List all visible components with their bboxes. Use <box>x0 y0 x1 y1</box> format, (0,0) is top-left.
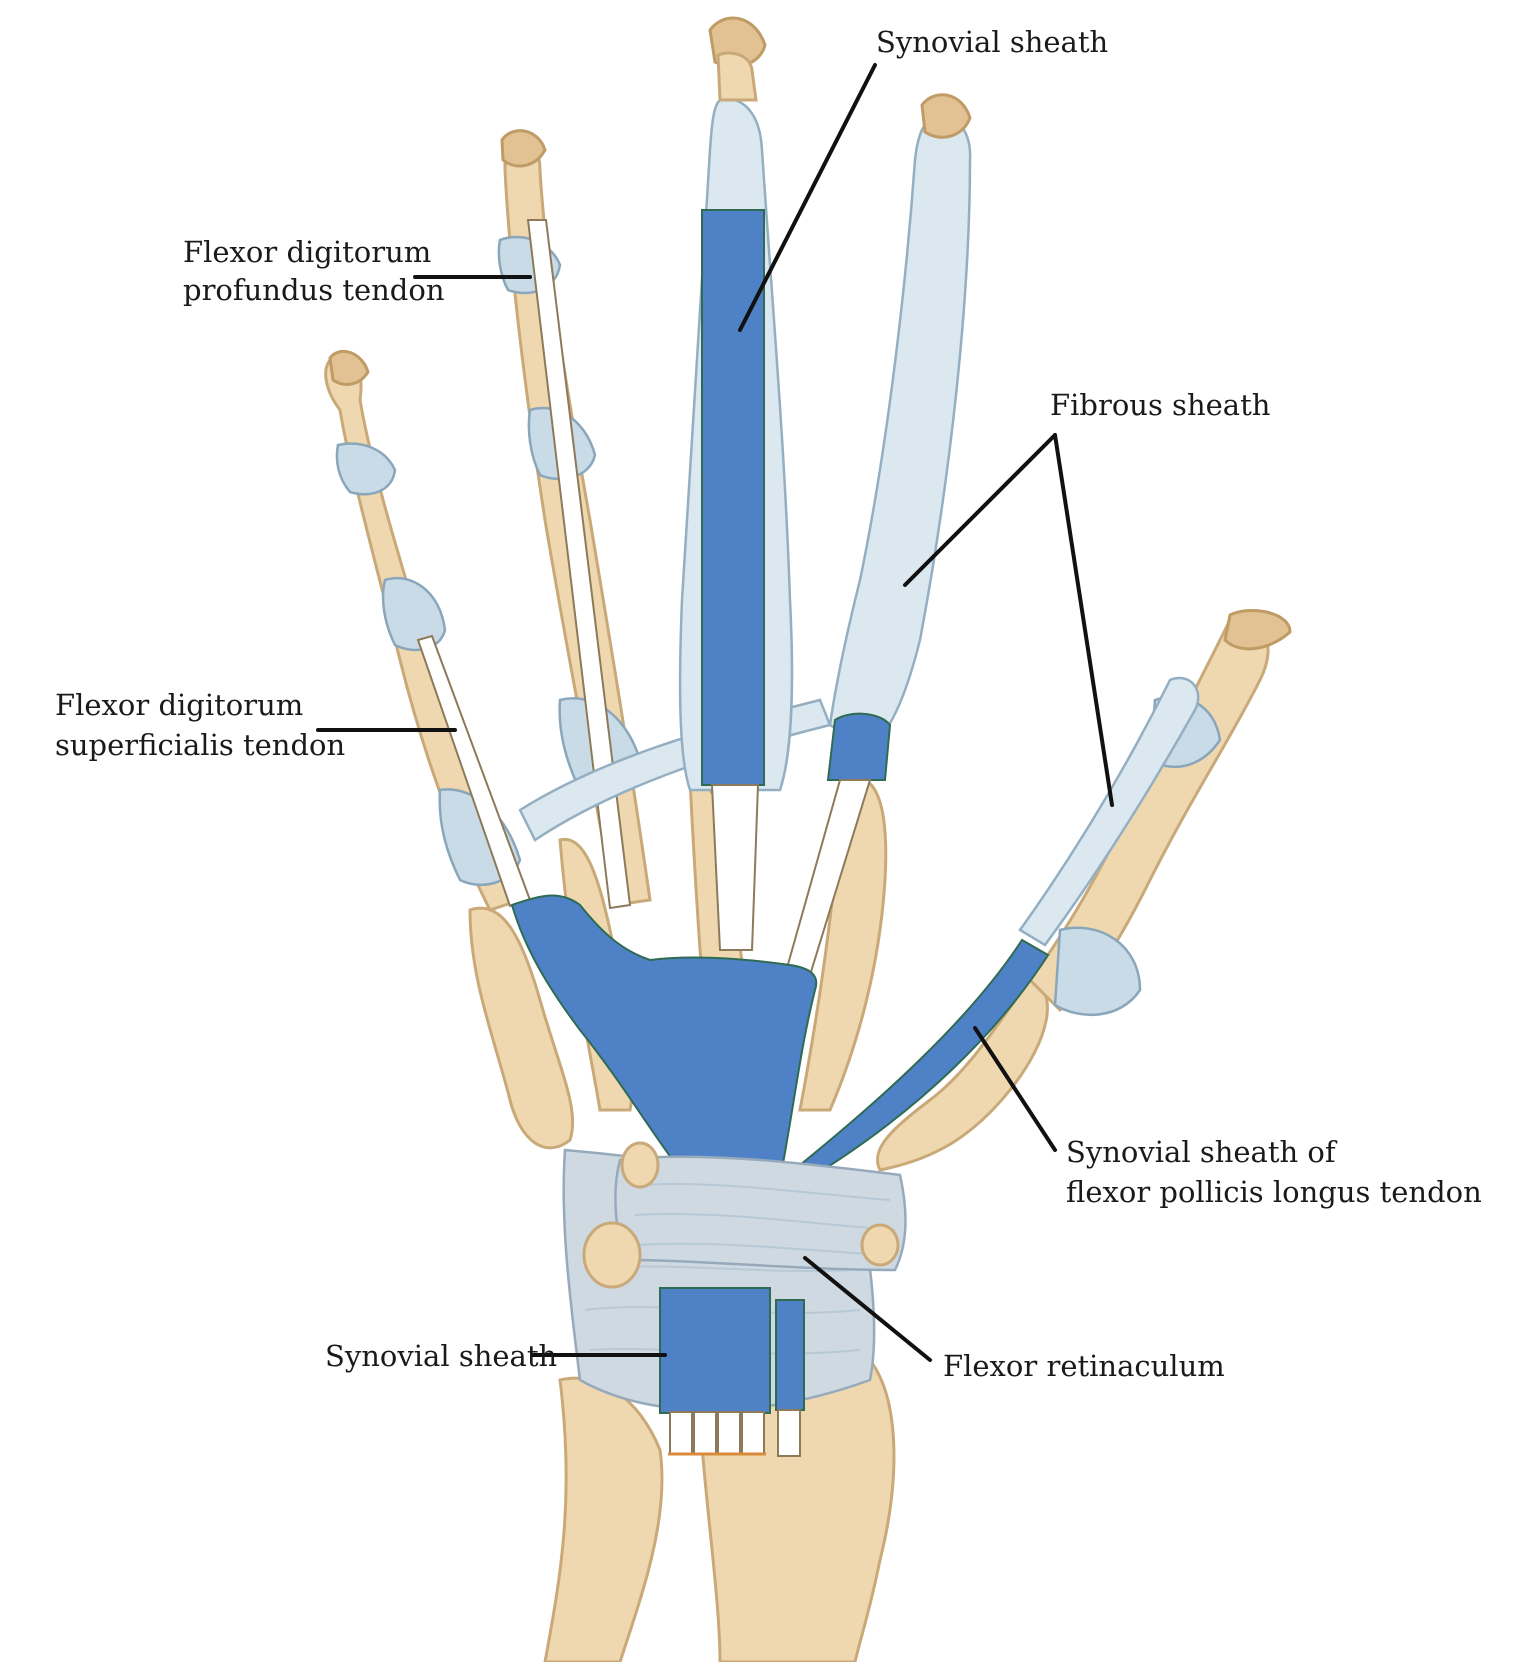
label-fdp-line2: profundus tendon <box>183 273 445 307</box>
little-finger-fibrous-sheath-b <box>381 576 447 652</box>
little-finger-fibrous-sheath-a <box>335 442 397 496</box>
leader-fibrous-sheath-a <box>903 433 1057 587</box>
thumb-fibrous-sheath <box>1018 677 1200 947</box>
thumb-tip <box>1223 608 1292 651</box>
flexor-pollicis-longus-sheath-wrist <box>775 1299 805 1411</box>
middle-finger-synovial-sheath <box>701 209 765 786</box>
metacarpal-1 <box>875 978 1049 1172</box>
ulna <box>543 1376 664 1662</box>
metacarpal-5 <box>468 906 575 1150</box>
pisiform <box>620 1141 660 1189</box>
metacarpal-2 <box>798 776 888 1112</box>
index-finger-fibrous-sheath <box>828 115 972 752</box>
common-flexor-sheath <box>659 1287 771 1414</box>
wrist-synovial-sheaths <box>659 1287 805 1457</box>
label-fpl-line1: Synovial sheath of <box>1066 1135 1338 1169</box>
index-finger <box>783 93 972 976</box>
index-finger-synovial-sheath <box>826 712 892 781</box>
leader-fibrous-sheath-b <box>1053 433 1114 807</box>
hamate-hook <box>582 1221 642 1289</box>
leader-lines <box>316 63 1114 1362</box>
label-synovial-sheath-top: Synovial sheath <box>876 25 1108 59</box>
flexor-retinaculum-band <box>582 1141 907 1289</box>
label-fpl-line2: flexor pollicis longus tendon <box>1066 1175 1482 1209</box>
ring-finger-tendon <box>526 219 632 910</box>
label-synovial-sheath-wrist: Synovial sheath <box>325 1339 557 1373</box>
little-finger <box>324 349 532 912</box>
cut-tendon-ends <box>668 1409 801 1457</box>
label-fds-line1: Flexor digitorum <box>55 688 303 722</box>
thumb <box>798 608 1292 1177</box>
leader-flexor-retinaculum <box>803 1256 932 1362</box>
middle-finger-tendons <box>710 784 760 951</box>
thumb-ligament-b <box>1053 926 1142 1016</box>
label-fdp-line1: Flexor digitorum <box>183 235 431 269</box>
ring-finger-tip <box>500 129 547 168</box>
little-finger-tip <box>328 349 370 386</box>
palmar-synovial-sheath <box>510 894 818 1182</box>
trapezium-tubercle <box>860 1223 900 1267</box>
label-flexor-retinaculum: Flexor retinaculum <box>943 1349 1225 1383</box>
leader-synovial-sheath-top <box>738 63 877 332</box>
middle-finger <box>678 16 794 951</box>
index-finger-tip <box>920 93 972 139</box>
leader-fpl <box>973 1026 1057 1152</box>
label-fds-line2: superficialis tendon <box>55 728 345 762</box>
middle-finger-distal-bone <box>716 51 758 102</box>
label-fibrous-sheath: Fibrous sheath <box>1050 388 1270 422</box>
labels: Synovial sheath Flexor digitorum profund… <box>55 25 1482 1383</box>
